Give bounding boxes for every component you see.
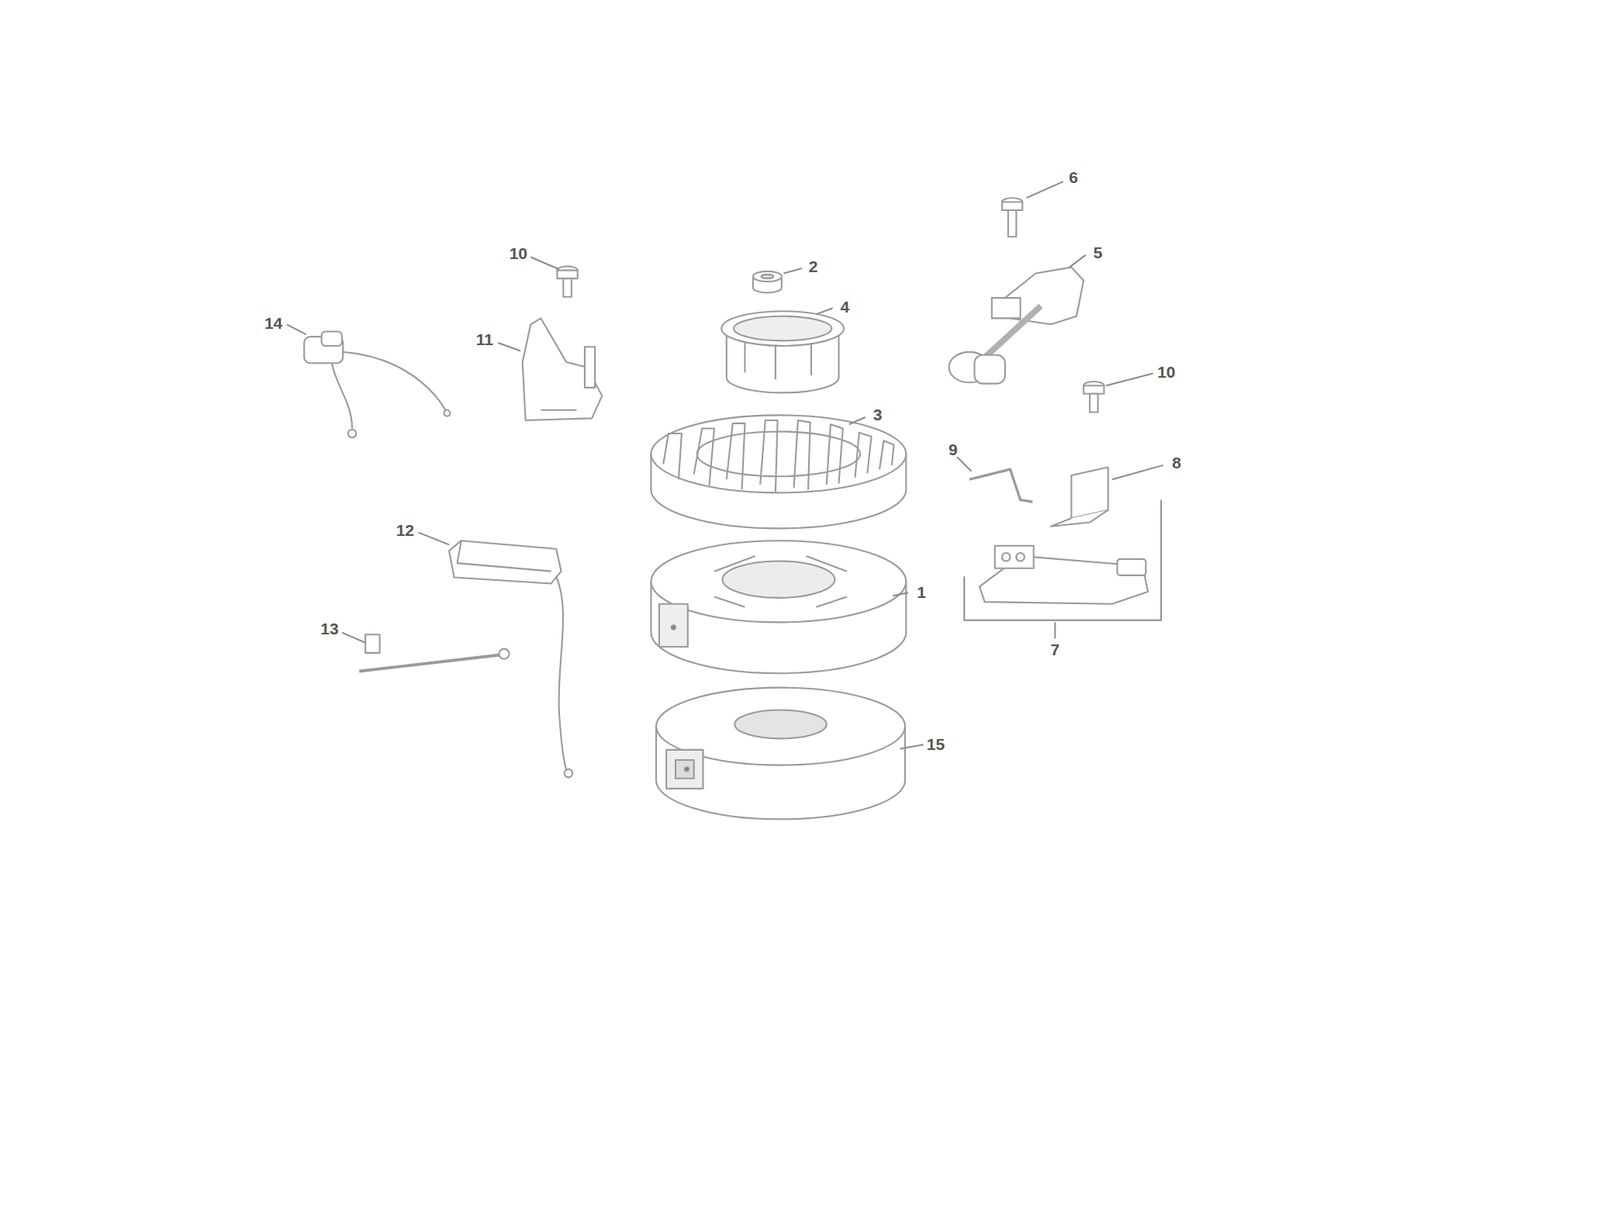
flywheel-base [656, 687, 906, 820]
callout-number: 14 [264, 314, 283, 331]
callout-number: 3 [873, 406, 883, 423]
cooling-fan [650, 414, 906, 529]
bolt [1002, 197, 1023, 237]
nut [753, 271, 782, 294]
spark-plug-boot [304, 331, 450, 439]
callout-number: 9 [948, 440, 958, 457]
plate [1050, 466, 1109, 526]
starter-cup [721, 311, 844, 393]
callout-number: 6 [1068, 168, 1079, 185]
callout-number: 1 [916, 584, 927, 601]
bolt [556, 266, 578, 297]
callout-number: 2 [808, 258, 819, 275]
callout-number: 11 [476, 330, 494, 347]
callout-number: 7 [1050, 640, 1061, 657]
ignition-coil [949, 267, 1085, 384]
callout-number: 15 [926, 736, 945, 753]
callout-number: 13 [320, 620, 339, 637]
callout-number: 4 [840, 297, 851, 315]
callout-number: 8 [1171, 454, 1182, 471]
callout-number: 12 [396, 521, 415, 538]
ground-wire [359, 634, 509, 671]
control-assembly [979, 546, 1148, 605]
callout-number: 10 [1157, 362, 1175, 380]
bracket [522, 317, 603, 421]
leader-lines [286, 181, 1164, 749]
flywheel [650, 540, 906, 674]
bolt [1083, 381, 1104, 412]
spring [969, 469, 1034, 502]
callout-number: 5 [1093, 243, 1103, 260]
callout-number: 10 [509, 245, 528, 262]
